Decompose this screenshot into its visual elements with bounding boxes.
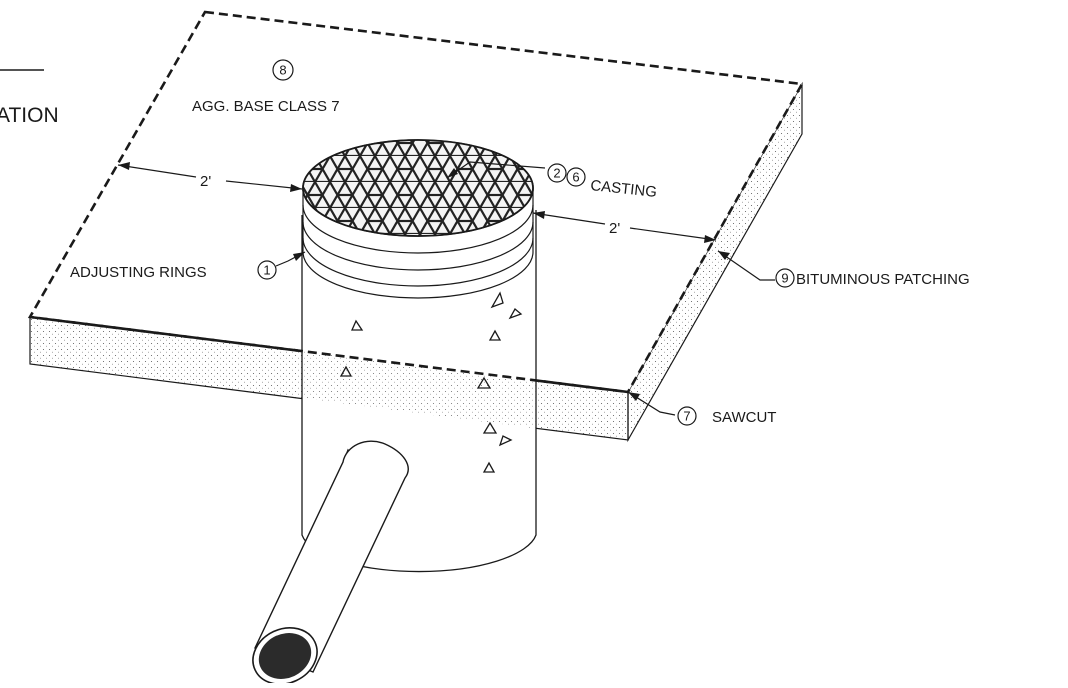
callout-casting-number-a: 2 <box>553 166 560 181</box>
callout-bituminous-patching: 9 BITUMINOUS PATCHING <box>717 250 970 288</box>
callout-adjusting-rings-text: ADJUSTING RINGS <box>70 264 207 281</box>
dimension-left: 2' <box>117 162 303 192</box>
adjusting-rings <box>302 188 534 299</box>
callout-agg-base-text: AGG. BASE CLASS 7 <box>192 98 340 115</box>
dimension-right-text: 2' <box>609 220 620 237</box>
callout-adjusting-rings: ADJUSTING RINGS 1 <box>70 251 306 281</box>
callout-casting-number-b: 6 <box>572 170 579 185</box>
callout-sawcut-text: SAWCUT <box>712 409 776 426</box>
pipe-opening <box>258 633 312 679</box>
callout-casting: 2 6 CASTING <box>446 161 658 201</box>
dimension-right: 2' <box>532 211 717 243</box>
partial-heading: ATION <box>0 104 59 127</box>
callout-sawcut: 7 SAWCUT <box>627 391 776 426</box>
callout-bituminous-text: BITUMINOUS PATCHING <box>796 271 970 288</box>
callout-agg-base: 8 AGG. BASE CLASS 7 <box>192 59 340 115</box>
dimension-left-text: 2' <box>200 173 211 190</box>
outlet-pipe <box>252 440 409 685</box>
callout-bituminous-number: 9 <box>781 271 788 286</box>
slab-face-overlap <box>302 351 536 429</box>
casting-grate <box>302 139 534 237</box>
callout-sawcut-number: 7 <box>683 409 690 424</box>
callout-adjusting-rings-number: 1 <box>263 263 270 278</box>
sawcut-front-edge <box>29 315 629 394</box>
callout-agg-base-number: 8 <box>279 63 286 78</box>
callout-casting-text: CASTING <box>590 177 658 201</box>
